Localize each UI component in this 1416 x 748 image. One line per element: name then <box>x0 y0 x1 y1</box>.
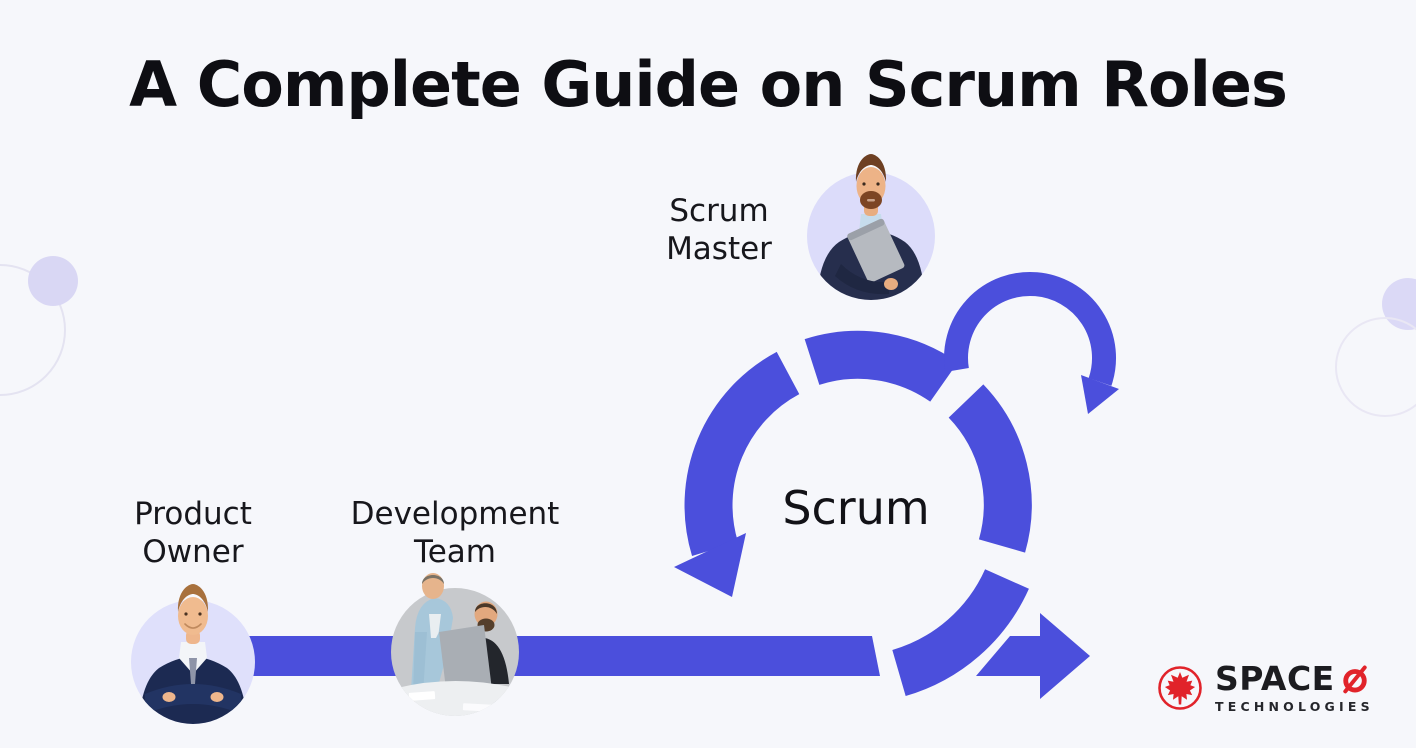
scrum-loop-arc <box>944 271 1116 386</box>
scrum-cycle-arc-top <box>804 330 958 403</box>
decorative-dot-left <box>28 256 78 306</box>
product-owner-photo <box>131 584 255 724</box>
timeline-bar <box>210 636 880 676</box>
brand-logo: SPACE TECHNOLOGIES <box>1157 662 1374 714</box>
slashed-o-icon <box>1343 665 1367 693</box>
scrum-cycle-arc-right <box>948 384 1032 553</box>
scrum-cycle-arc-left <box>684 351 800 556</box>
decorative-ring-right <box>1335 317 1416 417</box>
scrum-master-label: Scrum Master <box>666 193 772 267</box>
page-title: A Complete Guide on Scrum Roles <box>129 48 1288 121</box>
brand-tagline: TECHNOLOGIES <box>1215 699 1374 714</box>
scrum-master-photo <box>807 154 935 300</box>
product-owner-label: Product Owner <box>134 496 252 570</box>
brand-name: SPACE <box>1215 659 1335 698</box>
scrum-center-label: Scrum <box>782 481 930 535</box>
maple-leaf-icon <box>1158 666 1202 710</box>
development-team-photo <box>391 573 519 716</box>
timeline-arrowhead <box>976 613 1090 699</box>
development-team-label: Development Team <box>350 496 560 570</box>
scrum-cycle-arc-bottom <box>891 568 1029 697</box>
scrum-loop-arrowhead <box>1081 375 1119 414</box>
scrum-cycle-arrowhead <box>674 533 746 597</box>
